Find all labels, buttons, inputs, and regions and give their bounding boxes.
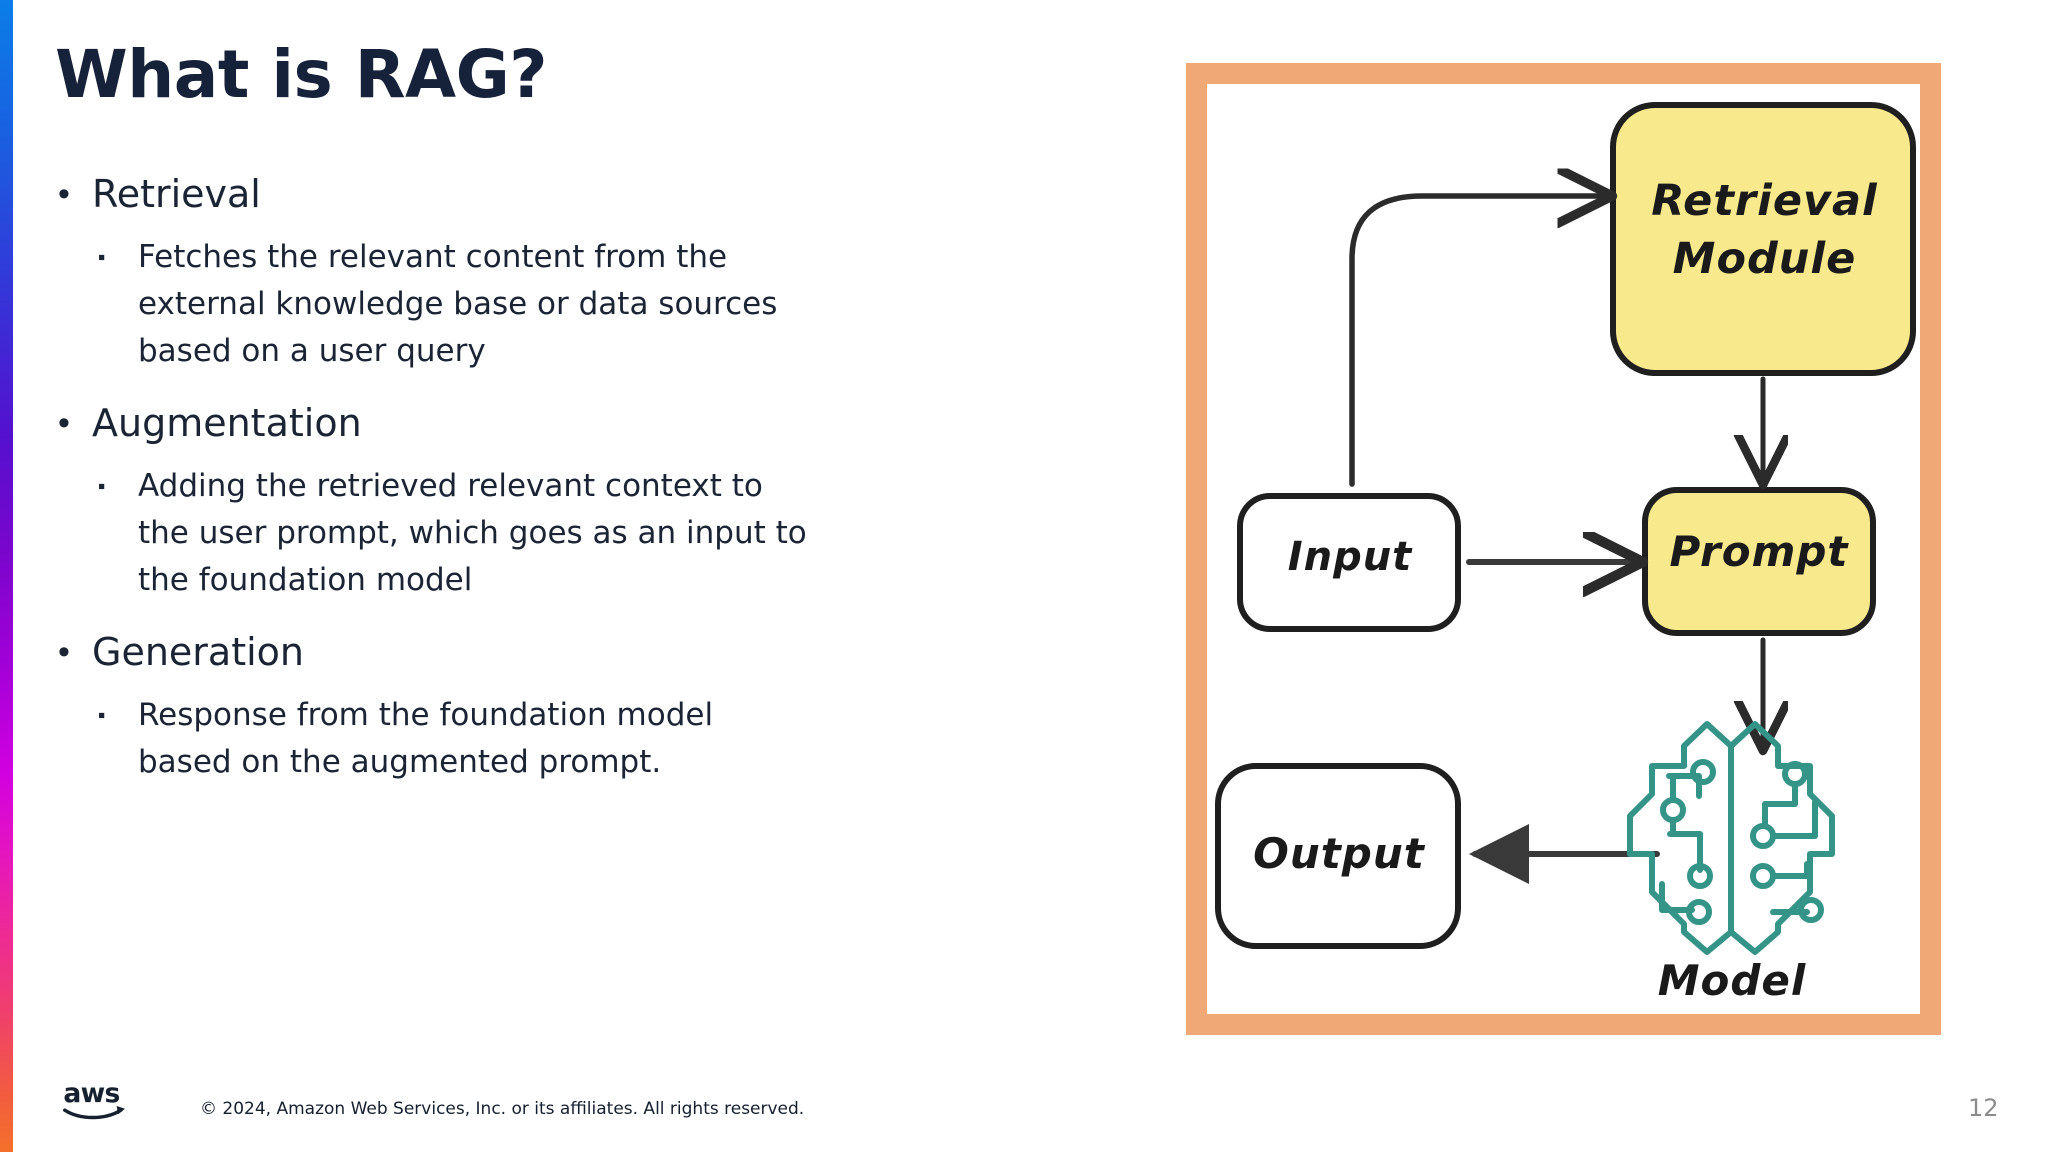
page-title: What is RAG? bbox=[55, 36, 548, 113]
sub-bullet-square-icon: ▪ bbox=[98, 246, 106, 269]
sub-bullet-line: the user prompt, which goes as an input … bbox=[138, 515, 807, 551]
node-output bbox=[1215, 763, 1461, 949]
sub-bullet-item-generation: ▪ Response from the foundation model bas… bbox=[90, 692, 850, 786]
bullet-label-augmentation: Augmentation bbox=[92, 401, 362, 445]
bullet-dot-icon: • bbox=[58, 633, 70, 671]
bullet-label-generation: Generation bbox=[92, 630, 304, 674]
node-prompt bbox=[1642, 487, 1876, 636]
model-brain-circuit-icon bbox=[1627, 721, 1835, 955]
bullet-item-generation: • Generation bbox=[50, 626, 850, 678]
sub-bullet-square-icon: ▪ bbox=[98, 475, 106, 498]
node-retrieval-module bbox=[1610, 102, 1916, 376]
bullet-item-augmentation: • Augmentation bbox=[50, 397, 850, 449]
copyright-text: © 2024, Amazon Web Services, Inc. or its… bbox=[200, 1099, 805, 1119]
node-input bbox=[1237, 493, 1461, 632]
bullet-list: • Retrieval ▪ Fetches the relevant conte… bbox=[50, 168, 850, 808]
sub-bullet-line: based on a user query bbox=[138, 333, 486, 369]
accent-gradient-bar bbox=[0, 0, 13, 1152]
sub-bullet-line: external knowledge base or data sources bbox=[138, 286, 778, 322]
sub-bullet-text-augmentation: Adding the retrieved relevant context to… bbox=[138, 463, 807, 604]
bullet-dot-icon: • bbox=[58, 175, 70, 213]
sub-bullet-square-icon: ▪ bbox=[98, 704, 106, 727]
sub-bullet-line: Adding the retrieved relevant context to bbox=[138, 468, 763, 504]
bullet-item-retrieval: • Retrieval bbox=[50, 168, 850, 220]
edge-input-to-retrieval-module bbox=[1349, 196, 1607, 487]
sub-bullet-item-augmentation: ▪ Adding the retrieved relevant context … bbox=[90, 463, 850, 604]
rag-diagram-canvas: Retrieval Module Input Prompt Output Mod… bbox=[1207, 84, 1920, 1014]
sub-bullet-line: Fetches the relevant content from the bbox=[138, 239, 728, 275]
bullet-dot-icon: • bbox=[58, 404, 70, 442]
bullet-group-augmentation: • Augmentation ▪ Adding the retrieved re… bbox=[50, 397, 850, 604]
svg-text:aws: aws bbox=[63, 1078, 119, 1109]
rag-diagram-svg bbox=[1215, 102, 1916, 955]
bullet-group-generation: • Generation ▪ Response from the foundat… bbox=[50, 626, 850, 786]
rag-diagram-frame: Retrieval Module Input Prompt Output Mod… bbox=[1186, 63, 1941, 1035]
bullet-group-retrieval: • Retrieval ▪ Fetches the relevant conte… bbox=[50, 168, 850, 375]
sub-bullet-text-generation: Response from the foundation model based… bbox=[138, 692, 713, 786]
sub-bullet-item-retrieval: ▪ Fetches the relevant content from the … bbox=[90, 234, 850, 375]
sub-bullet-text-retrieval: Fetches the relevant content from the ex… bbox=[138, 234, 777, 375]
sub-bullet-line: the foundation model bbox=[138, 562, 473, 598]
aws-logo: aws bbox=[63, 1078, 125, 1120]
bullet-label-retrieval: Retrieval bbox=[92, 172, 261, 216]
sub-bullet-line: based on the augmented prompt. bbox=[138, 744, 662, 780]
sub-bullet-line: Response from the foundation model bbox=[138, 697, 714, 733]
slide-number: 12 bbox=[1968, 1094, 1999, 1122]
